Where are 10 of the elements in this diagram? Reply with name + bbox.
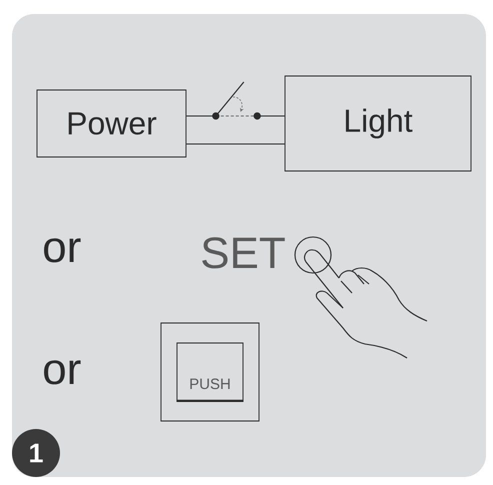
block-box: Light [284, 76, 472, 172]
push-button: PUSH [176, 342, 244, 402]
block-box: Power [36, 90, 186, 158]
option-word: or [44, 238, 81, 262]
wire [186, 143, 285, 145]
button-caption: SET [202, 237, 285, 268]
wall-plate [160, 322, 260, 422]
switch-symbol [212, 82, 261, 120]
option-word: or [44, 360, 81, 384]
step-badge: 1 [12, 429, 60, 477]
